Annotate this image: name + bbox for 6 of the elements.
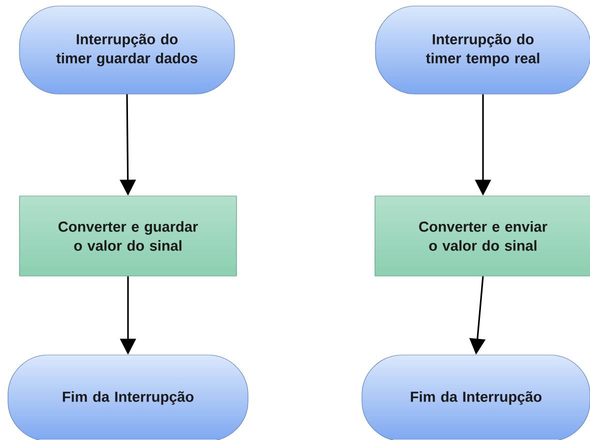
terminal-box: Fim da Interrupção (362, 354, 590, 440)
terminal-box: Interrupção do timer tempo real (375, 6, 590, 94)
terminal-box: Interrupção do timer guardar dados (19, 6, 235, 94)
terminal-box: Fim da Interrupção (8, 354, 248, 440)
process-box: Converter e enviar o valor do sinal (374, 196, 590, 276)
process-box: Converter e guardar o valor do sinal (19, 196, 237, 276)
